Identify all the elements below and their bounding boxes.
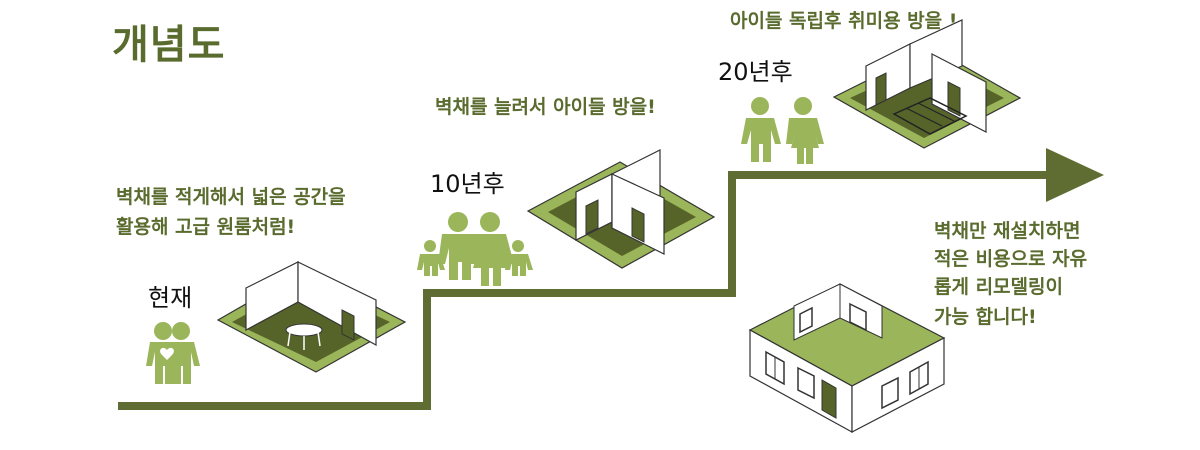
- stage1-caption-line2: 활용해 고급 원룸처럼!: [116, 216, 296, 238]
- couple-20-years-icon: [741, 97, 824, 164]
- stage-label-now: 현재: [148, 284, 193, 312]
- room-present-illustration: [216, 261, 407, 373]
- stage3-caption: 아이들 독립후 취미용 방을 !: [730, 10, 958, 32]
- stage2-caption: 벽채를 늘려서 아이들 방을!: [435, 96, 656, 118]
- room-10-years-illustration: [526, 149, 716, 269]
- room-20-years-illustration: [832, 19, 1022, 149]
- final-caption-line2: 적은 비용으로 자유: [934, 248, 1088, 270]
- stage1-caption-line1: 벽채를 적게해서 넓은 공간을: [116, 186, 346, 208]
- timeline-arrow-head: [1046, 148, 1104, 202]
- final-caption-line1: 벽채만 재설치하면: [934, 220, 1081, 242]
- stage-label-20-years: 20년후: [718, 58, 793, 86]
- couple-icon: [146, 322, 200, 384]
- timeline-step-line: [118, 171, 1052, 410]
- final-caption-line3: 롭게 리모델링이: [934, 276, 1063, 298]
- family-icon: [417, 212, 533, 286]
- stage-label-10-years: 10년후: [430, 170, 505, 198]
- final-caption-line4: 가능 합니다!: [934, 306, 1037, 328]
- page-title: 개념도: [112, 22, 226, 68]
- house-illustration: [748, 283, 946, 434]
